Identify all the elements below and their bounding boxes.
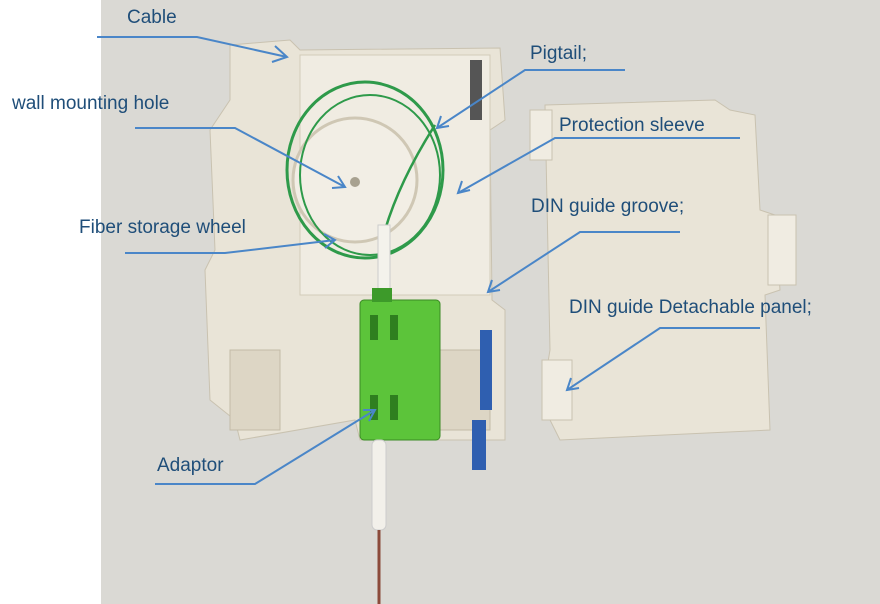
sleeve-leader [457,137,740,194]
wheel-leader [125,239,336,254]
terminal-box-base [204,39,506,470]
panel-leader [566,327,760,391]
boot [371,439,387,531]
leader-lines [97,36,760,485]
label-cable: Cable [127,7,177,28]
cable-leader [97,36,288,58]
adaptor-leader [155,409,376,485]
fiber-storage-wheel [285,80,445,260]
wall-mounting-hole [350,177,360,187]
label-wall-mounting-hole: wall mounting hole [12,93,170,114]
wall-hole-leader [135,127,346,188]
label-din-guide-groove: DIN guide groove; [531,196,685,217]
adaptor [359,288,441,441]
label-din-guide-detachable-panel: DIN guide Detachable panel; [569,297,812,318]
protection-sleeve [377,224,391,296]
detachable-panel [529,99,797,441]
arrowheads [271,45,580,422]
pigtail-leader [436,69,625,129]
label-fiber-storage-wheel: Fiber storage wheel [79,217,246,238]
din-groove-leader [487,231,680,293]
label-adaptor: Adaptor [157,455,224,476]
label-protection-sleeve: Protection sleeve [559,115,705,136]
label-pigtail: Pigtail; [530,43,588,64]
